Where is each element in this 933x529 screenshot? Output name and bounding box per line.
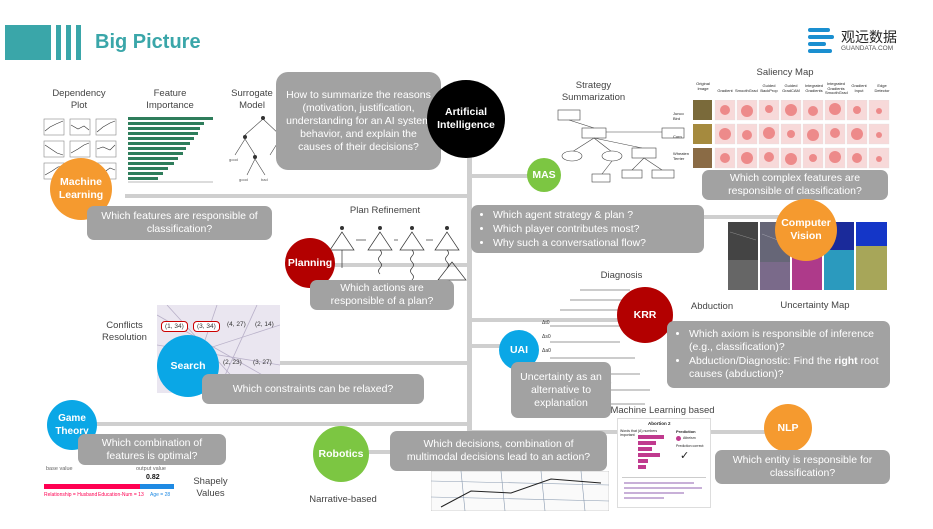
dependency-plot-label: Dependency Plot bbox=[52, 88, 106, 111]
search-tag: (3, 34) bbox=[193, 321, 220, 332]
narrative-based-label: Narrative-based bbox=[309, 494, 377, 505]
mas-question: Which agent strategy & plan ? bbox=[493, 209, 646, 222]
uncertainty-map-label: Uncertainty Map bbox=[780, 300, 850, 311]
saliency-grid: Original Image Gradient SmoothGrad Guide… bbox=[673, 81, 895, 172]
connector-planning bbox=[315, 263, 470, 267]
saliency-method: SmoothGrad bbox=[735, 88, 758, 93]
saliency-method: Guided BackProp bbox=[760, 83, 778, 93]
connector-ml bbox=[125, 194, 470, 198]
robotics-question: Which decisions, combination of multimod… bbox=[390, 431, 607, 471]
logo-cn: 观远数据 bbox=[841, 29, 897, 45]
krr-circle[interactable]: KRR bbox=[617, 287, 673, 343]
search-tag: (2, 14) bbox=[255, 321, 274, 328]
saliency-method: Integrated Gradients bbox=[804, 83, 823, 93]
nlp-document-thumbnail: Abortion 2 Words that (A) numbers import… bbox=[617, 418, 711, 508]
computer-vision-circle[interactable]: Computer Vision bbox=[775, 199, 837, 261]
mas-questions: Which agent strategy & plan ? Which play… bbox=[471, 205, 704, 253]
page-title: Big Picture bbox=[95, 31, 201, 53]
saliency-map-label: Saliency Map bbox=[756, 67, 814, 78]
central-question: How to summarize the reasons (motivation… bbox=[276, 72, 441, 170]
nlp-doc-title: Abortion 2 bbox=[648, 421, 671, 426]
krr-questions: Which axiom is responsible of inference … bbox=[667, 321, 890, 388]
search-tag: (2, 23) bbox=[223, 359, 242, 366]
shapley-output-value: 0.82 bbox=[146, 474, 160, 481]
saliency-row: Corn bbox=[673, 134, 682, 139]
nlp-atheism-label: Atheism bbox=[683, 436, 696, 440]
shapley-feature: Age = 28 bbox=[150, 492, 171, 498]
shapley-thumbnail: base value output value 0.82 Relationshi… bbox=[40, 466, 178, 502]
nlp-prediction-label: Prediction bbox=[676, 429, 696, 434]
saliency-row: Wheaten Terrier bbox=[673, 151, 690, 161]
krr-question: Which axiom is responsible of inference … bbox=[689, 328, 882, 354]
diagnosis-label: Diagnosis bbox=[600, 270, 643, 281]
uai-question: Uncertainty as an alternative to explana… bbox=[511, 362, 611, 418]
search-tag: (4, 27) bbox=[227, 321, 246, 328]
search-tag: (3, 27) bbox=[253, 359, 272, 366]
svg-text:Δa0: Δa0 bbox=[542, 348, 551, 354]
saliency-method: Gradient bbox=[717, 88, 733, 93]
shapley-feature: Education-Num = 13 bbox=[98, 492, 144, 498]
feature-importance-label: Feature Importance bbox=[146, 88, 194, 111]
nlp-words-label: Words that (A) numbers important bbox=[620, 429, 658, 437]
svg-text:good: good bbox=[229, 157, 238, 162]
nlp-circle[interactable]: NLP bbox=[764, 404, 812, 452]
connector-uai bbox=[470, 344, 518, 348]
ml-question: Which features are responsible of classi… bbox=[87, 206, 272, 240]
saliency-method: Original Image bbox=[696, 81, 710, 91]
search-tag: (1, 34) bbox=[161, 321, 188, 332]
svg-text:good: good bbox=[239, 177, 248, 182]
plan-refinement-label: Plan Refinement bbox=[349, 205, 421, 216]
mas-question: Why such a conversational flow? bbox=[493, 237, 646, 250]
connector-mas bbox=[470, 174, 540, 178]
ml-based-label: Machine Learning based bbox=[610, 405, 715, 416]
svg-text:Δs0: Δs0 bbox=[542, 334, 551, 340]
search-question: Which constraints can be relaxed? bbox=[202, 374, 424, 404]
connector-krr bbox=[470, 318, 650, 322]
nlp-question: Which entity is responsible for classifi… bbox=[715, 450, 890, 484]
saliency-method: Integrated Gradients SmoothGrad bbox=[825, 81, 848, 95]
logo-icon bbox=[808, 26, 834, 54]
mas-circle[interactable]: MAS bbox=[527, 158, 561, 192]
svg-text:bad: bad bbox=[261, 177, 268, 182]
header-bar bbox=[5, 25, 83, 60]
connector-game bbox=[70, 422, 470, 426]
strategy-tree-thumbnail bbox=[557, 109, 685, 183]
robotics-circle[interactable]: Robotics bbox=[313, 426, 369, 482]
krr-question: Abduction/Diagnostic: Find the right roo… bbox=[689, 355, 882, 381]
strategy-summarization-label: Strategy Summarization bbox=[561, 80, 626, 103]
shapley-base-label: base value bbox=[46, 466, 73, 472]
saliency-method: Guided GradCAM bbox=[782, 83, 800, 93]
shapley-output-label: output value bbox=[136, 466, 166, 472]
planning-question: Which actions are responsible of a plan? bbox=[310, 280, 454, 310]
nlp-pred-correct: Prediction correct: bbox=[676, 444, 705, 448]
cv-question: Which complex features are responsible o… bbox=[702, 170, 888, 200]
planning-circle[interactable]: Planning bbox=[285, 238, 335, 288]
game-theory-question: Which combination of features is optimal… bbox=[78, 434, 226, 465]
svg-text:Δt0: Δt0 bbox=[542, 320, 550, 326]
ai-circle[interactable]: Artificial Intelligence bbox=[427, 80, 505, 158]
surrogate-model-label: Surrogate Model bbox=[231, 88, 273, 111]
plan-refinement-thumbnail bbox=[329, 226, 467, 281]
saliency-method: Gradient Input bbox=[851, 83, 867, 93]
shapley-feature: Relationship = Husband bbox=[44, 492, 98, 498]
mas-question: Which player contributes most? bbox=[493, 223, 646, 236]
brand-logo: 观远数据 GUANDATA.COM bbox=[808, 26, 926, 56]
check-icon: ✓ bbox=[680, 450, 690, 462]
logo-en: GUANDATA.COM bbox=[841, 45, 894, 52]
shapely-values-label: Shapely Values bbox=[193, 476, 228, 499]
saliency-row: Junco Bird bbox=[673, 111, 684, 121]
connector-search bbox=[190, 361, 470, 365]
connector-main-vertical bbox=[467, 150, 472, 510]
feature-importance-thumbnail bbox=[128, 117, 213, 183]
robotics-map-thumbnail bbox=[431, 471, 609, 511]
abduction-label: Abduction bbox=[690, 301, 734, 312]
saliency-method: Edge Detector bbox=[874, 83, 890, 93]
conflicts-resolution-label: Conflicts Resolution bbox=[102, 320, 147, 343]
